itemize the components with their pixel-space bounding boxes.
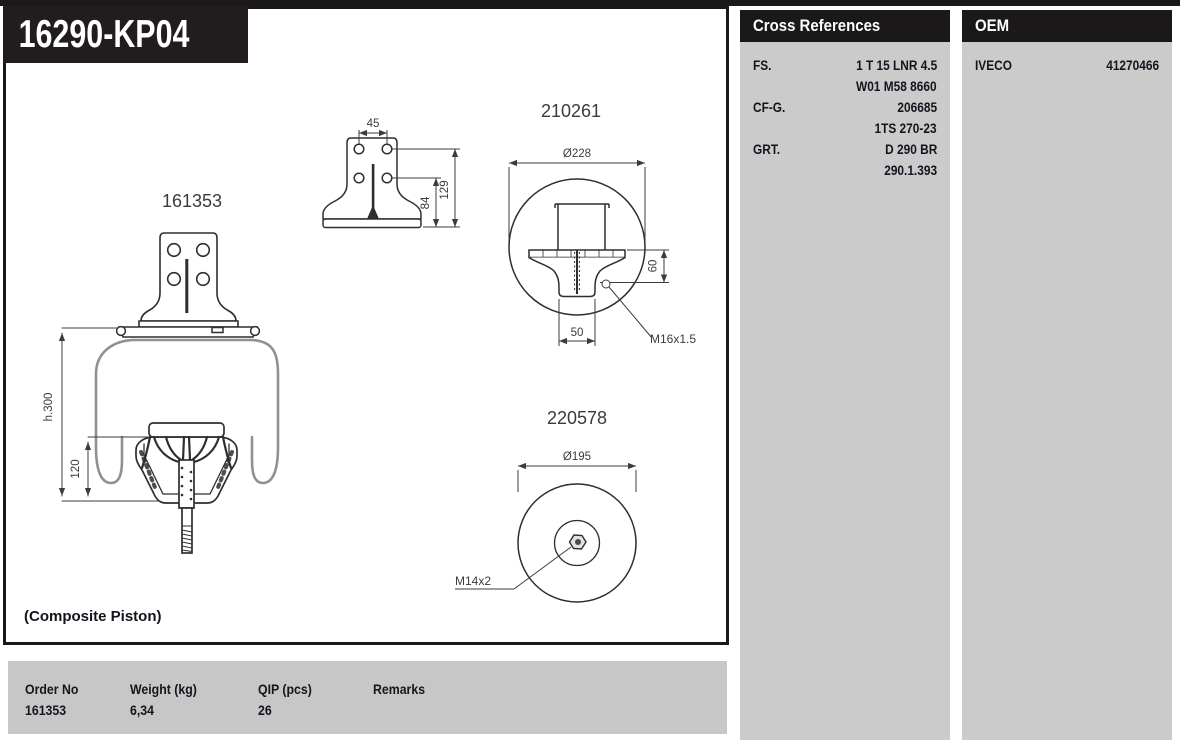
cross-reference-number: 290.1.393 xyxy=(884,163,937,178)
cross-reference-row: 1TS 270-23 xyxy=(753,118,937,139)
order-no-column: Order No 161353 xyxy=(25,680,86,719)
order-no-value: 161353 xyxy=(25,702,67,718)
cross-reference-number: W01 M58 8660 xyxy=(856,79,937,94)
part-number-title-box: 16290-KP04 xyxy=(3,6,248,63)
qip-column: QIP (pcs) 26 xyxy=(258,680,319,719)
cross-reference-number: 1 T 15 LNR 4.5 xyxy=(855,58,937,73)
cross-references-list: FS. 1 T 15 LNR 4.5 W01 M58 8660 CF-G. 20… xyxy=(740,42,950,181)
qip-value: 26 xyxy=(258,702,272,718)
page-title: 16290-KP04 xyxy=(18,13,190,56)
cross-reference-number: 206685 xyxy=(897,100,937,115)
cross-reference-row: GRT. D 290 BR xyxy=(753,139,937,160)
remarks-column: Remarks xyxy=(373,680,432,719)
order-no-header: Order No xyxy=(25,681,79,697)
weight-column: Weight (kg) 6,34 xyxy=(130,680,206,719)
weight-value: 6,34 xyxy=(130,702,154,718)
composite-piston-note: (Composite Piston) xyxy=(24,608,162,625)
remarks-header: Remarks xyxy=(373,681,426,697)
cross-reference-row: 290.1.393 xyxy=(753,160,937,181)
oem-number: 41270466 xyxy=(1106,58,1159,73)
cross-reference-row: CF-G. 206685 xyxy=(753,97,937,118)
oem-list: IVECO 41270466 xyxy=(962,42,1172,76)
cross-references-header-label: Cross References xyxy=(753,16,881,35)
cross-references-panel: Cross References FS. 1 T 15 LNR 4.5 W01 … xyxy=(740,10,950,740)
cross-reference-number: D 290 BR xyxy=(884,142,937,157)
cross-reference-row: FS. 1 T 15 LNR 4.5 xyxy=(753,55,937,76)
cross-reference-brand: GRT. xyxy=(753,142,781,157)
order-info-table: Order No 161353 Weight (kg) 6,34 QIP (pc… xyxy=(8,661,727,734)
weight-header: Weight (kg) xyxy=(130,681,197,697)
drawing-panel xyxy=(3,6,729,645)
cross-reference-brand: CF-G. xyxy=(753,100,786,115)
oem-brand: IVECO xyxy=(975,58,1012,73)
oem-panel: OEM IVECO 41270466 xyxy=(962,10,1172,740)
cross-reference-brand: FS. xyxy=(753,58,772,73)
oem-row: IVECO 41270466 xyxy=(975,55,1159,76)
cross-reference-number: 1TS 270-23 xyxy=(874,121,937,136)
cross-reference-row: W01 M58 8660 xyxy=(753,76,937,97)
oem-header: OEM xyxy=(962,10,1172,42)
oem-header-label: OEM xyxy=(975,16,1010,35)
qip-header: QIP (pcs) xyxy=(258,681,312,697)
cross-references-header: Cross References xyxy=(740,10,950,42)
top-border-strip xyxy=(0,0,1180,6)
